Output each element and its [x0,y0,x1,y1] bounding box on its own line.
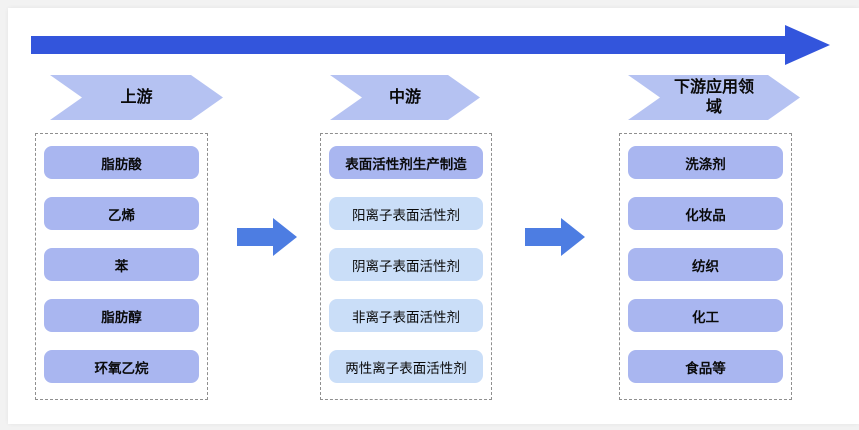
downstream-item-box: 洗涤剂 化妆品 纺织 化工 食品等 [619,133,792,400]
item-box: 阳离子表面活性剂 [329,197,483,230]
item-label: 纺织 [692,258,719,274]
item-label: 苯 [114,258,129,274]
item-box: 化妆品 [628,197,783,230]
top-flow-arrow-icon [31,25,830,65]
item-label: 环氧乙烷 [94,360,149,376]
stage-header-midstream-label: 中游 [388,88,421,106]
item-label: 脂肪酸 [101,156,142,172]
item-box: 乙烯 [44,197,199,230]
item-label: 食品等 [685,360,726,376]
item-label: 阴离子表面活性剂 [352,258,460,274]
item-box: 化工 [628,299,783,332]
stage-header-downstream-label: 下游应用领域 [673,78,754,116]
upstream-item-box: 脂肪酸 乙烯 苯 脂肪醇 环氧乙烷 [35,133,208,400]
item-box: 表面活性剂生产制造 [329,146,483,179]
stage-header-midstream: 中游 [330,75,480,120]
item-box: 两性离子表面活性剂 [329,350,483,383]
column-upstream: 上游 脂肪酸 乙烯 苯 脂肪醇 环氧乙烷 [35,75,208,400]
item-box: 纺织 [628,248,783,281]
stage-header-upstream-label: 上游 [120,88,153,106]
column-midstream: 中游 表面活性剂生产制造 阳离子表面活性剂 阴离子表面活性剂 非离子表面活性剂 … [320,75,492,400]
item-label: 化妆品 [685,207,726,223]
item-label: 洗涤剂 [685,156,726,172]
stage-header-upstream: 上游 [50,75,223,120]
item-box: 阴离子表面活性剂 [329,248,483,281]
item-box: 非离子表面活性剂 [329,299,483,332]
midstream-item-box: 表面活性剂生产制造 阳离子表面活性剂 阴离子表面活性剂 非离子表面活性剂 两性离… [320,133,492,400]
item-label: 阳离子表面活性剂 [352,207,460,223]
item-label: 非离子表面活性剂 [352,309,460,325]
item-label: 表面活性剂生产制造 [345,156,467,172]
item-box: 苯 [44,248,199,281]
item-box: 脂肪酸 [44,146,199,179]
connector-arrow-icon [237,218,297,256]
item-box: 食品等 [628,350,783,383]
column-downstream: 下游应用领域 洗涤剂 化妆品 纺织 化工 食品等 [619,75,792,400]
item-label: 乙烯 [108,207,135,223]
item-box: 洗涤剂 [628,146,783,179]
stage-header-downstream: 下游应用领域 [628,75,800,120]
item-label: 两性离子表面活性剂 [345,360,467,376]
item-box: 脂肪醇 [44,299,199,332]
diagram-card: 上游 脂肪酸 乙烯 苯 脂肪醇 环氧乙烷 中游 表面活性剂生产制造 阳离子表面活… [8,8,859,424]
item-label: 化工 [692,309,719,325]
item-box: 环氧乙烷 [44,350,199,383]
connector-arrow-icon [525,218,585,256]
item-label: 脂肪醇 [101,309,142,325]
